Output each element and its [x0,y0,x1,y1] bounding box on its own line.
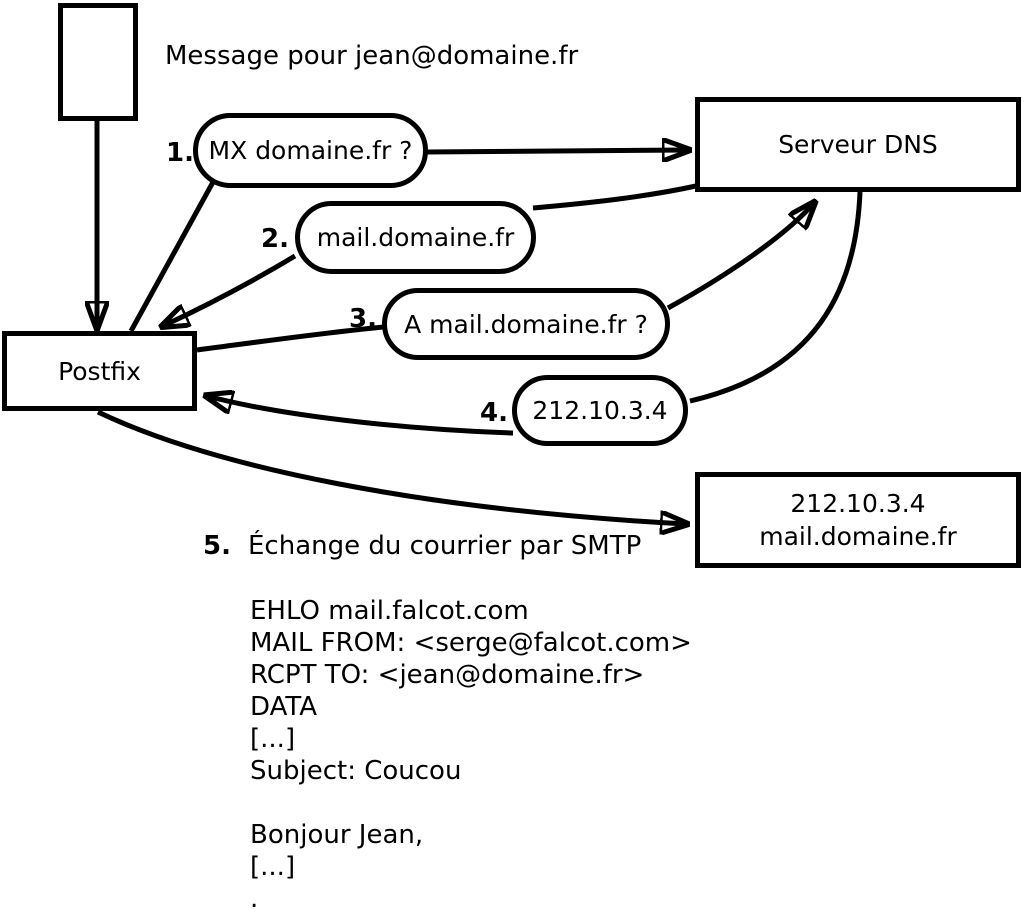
a-query-pill: A mail.domaine.fr ? [382,288,670,360]
dns-server-box: Serveur DNS [695,97,1021,192]
postfix-box: Postfix [2,331,197,411]
arrow-dns-to-a-answer [689,191,863,404]
smtp-line: [...] [250,724,296,754]
smtp-line [250,787,692,819]
smtp-line: Bonjour Jean, [250,820,424,850]
mail-server-labels: 212.10.3.4 mail.domaine.fr [759,487,957,553]
smtp-line: DATA [250,692,317,722]
message-label: Message pour jean@domaine.fr [165,41,579,71]
smtp-line: Subject: Coucou [250,756,462,786]
a-answer-pill: 212.10.3.4 [512,375,688,446]
arrow-a-answer-to-postfix [207,396,514,436]
mail-server-ip: 212.10.3.4 [790,489,926,518]
smtp-line: [...] [250,852,296,882]
arrow-dns-to-mx-answer [532,183,697,211]
mail-server-hostname: mail.domaine.fr [759,522,957,551]
arrow-mx-query-to-dns [426,150,688,152]
smtp-line: RCPT TO: <jean@domaine.fr> [250,660,645,690]
smtp-line: MAIL FROM: <serge@falcot.com> [250,628,692,658]
smtp-line: EHLO mail.falcot.com [250,596,529,626]
step-4-number: 4. [480,398,508,428]
step-2-number: 2. [261,224,289,254]
arrow-a-query-to-dns [666,203,814,311]
step-1-number: 1. [166,138,194,168]
smtp-session-block: EHLO mail.falcot.com MAIL FROM: <serge@f… [250,595,692,915]
arrow-mx-answer-to-postfix [163,253,297,326]
mx-answer-pill: mail.domaine.fr [295,201,536,274]
step-5-label: Échange du courrier par SMTP [248,531,642,561]
arrow-postfix-to-mailserver [96,409,686,524]
arrow-postfix-to-a-query [196,324,384,353]
step-3-number: 3. [349,304,377,334]
mail-server-box: 212.10.3.4 mail.domaine.fr [695,472,1021,568]
mail-client-box [58,3,138,121]
arrow-postfix-to-mx-query [128,171,221,333]
mx-query-pill: MX domaine.fr ? [193,113,428,188]
step-5-number: 5. [203,531,231,561]
smtp-line: . [250,884,259,914]
